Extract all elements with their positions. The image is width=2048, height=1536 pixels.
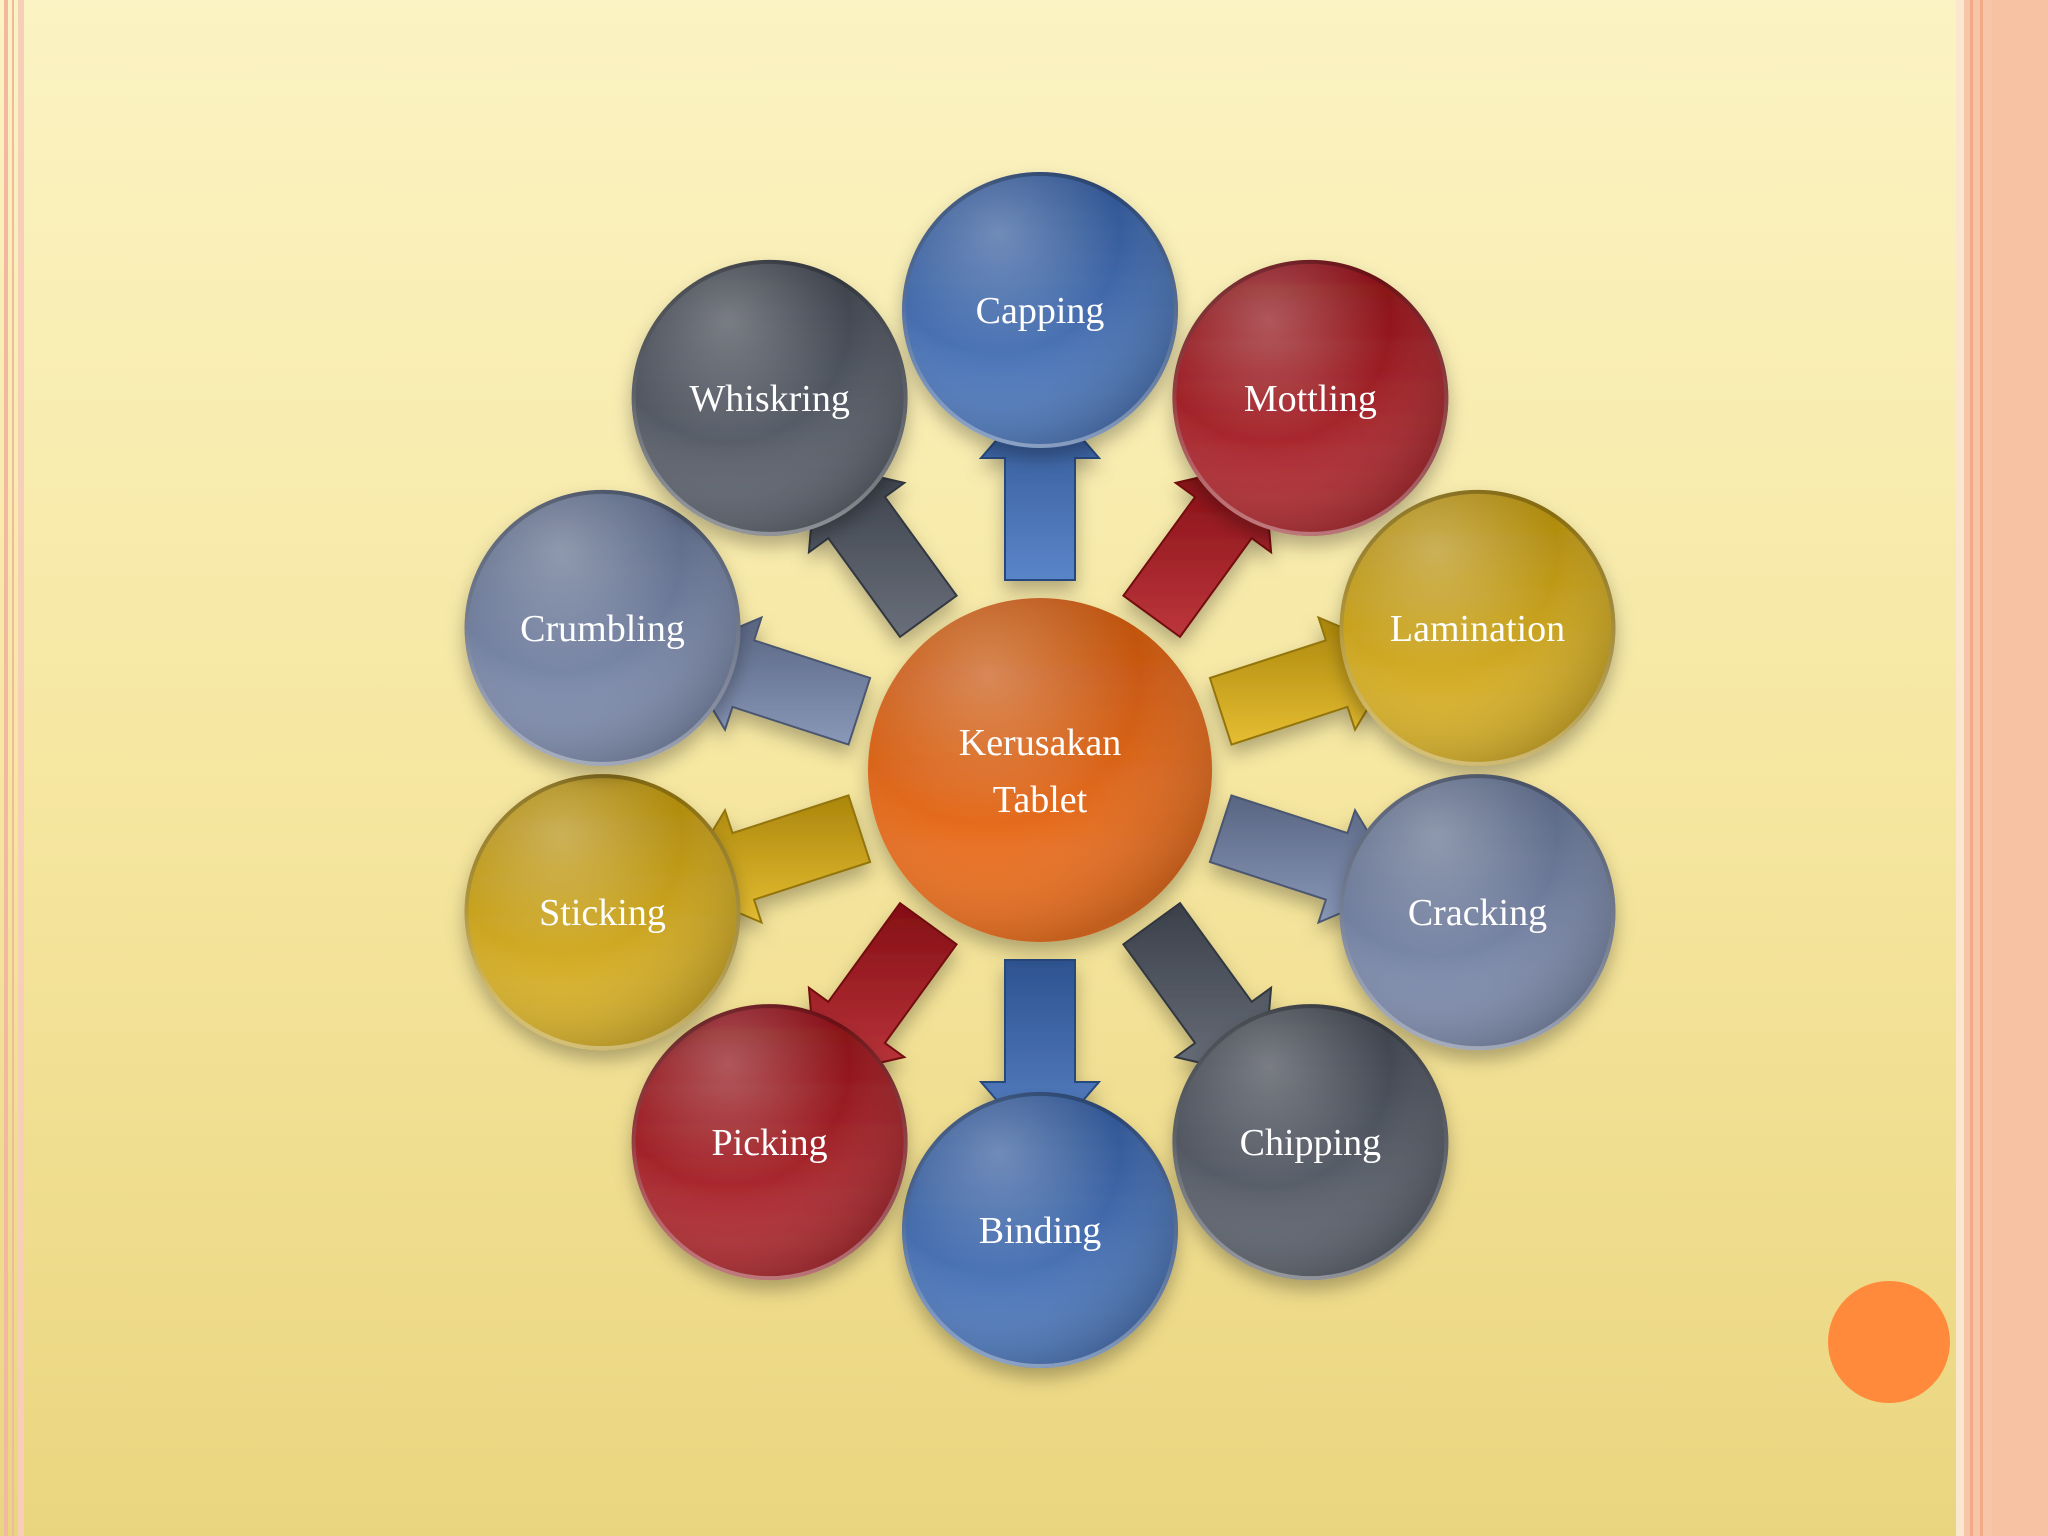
node-picking: Picking	[631, 1004, 908, 1281]
node-rim	[464, 489, 741, 766]
node-rim	[631, 1004, 908, 1281]
slide-nav-button[interactable]	[1828, 1281, 1950, 1403]
node-cracking: Cracking	[1339, 774, 1616, 1051]
node-chipping: Chipping	[1172, 1004, 1449, 1281]
node-rim	[1339, 774, 1616, 1051]
node-rim	[902, 172, 1178, 448]
node-rim	[631, 259, 908, 536]
node-gloss	[1172, 259, 1449, 536]
node-gloss	[902, 1092, 1178, 1368]
node-label: Capping	[976, 290, 1105, 332]
node-gloss	[631, 259, 908, 536]
node-label: Lamination	[1390, 608, 1565, 650]
left-border-decoration	[0, 0, 28, 1536]
node-label: Cracking	[1408, 892, 1547, 934]
node-label: Chipping	[1240, 1122, 1381, 1164]
node-gloss	[902, 172, 1178, 448]
node-gloss	[464, 489, 741, 766]
node-gloss	[1339, 489, 1616, 766]
node-gloss	[464, 774, 741, 1051]
node-crumbling: Crumbling	[464, 489, 741, 766]
node-binding: Binding	[902, 1092, 1178, 1368]
node-rim	[1172, 1004, 1449, 1281]
right-border-decoration	[1956, 0, 2048, 1536]
center-label-line: Tablet	[993, 779, 1088, 821]
center-label-line: Kerusakan	[959, 722, 1121, 764]
node-label: Whiskring	[689, 378, 849, 420]
node-gloss	[1172, 1004, 1449, 1281]
center-gloss	[868, 598, 1212, 942]
node-label: Crumbling	[520, 608, 685, 650]
node-rim	[464, 774, 741, 1051]
node-gloss	[631, 1004, 908, 1281]
node-lamination: Lamination	[1339, 489, 1616, 766]
node-gloss	[1339, 774, 1616, 1051]
node-sticking: Sticking	[464, 774, 741, 1051]
node-rim	[902, 1092, 1178, 1368]
node-capping: Capping	[902, 172, 1178, 448]
node-label: Picking	[712, 1122, 828, 1164]
node-label: Mottling	[1244, 378, 1377, 420]
node-whiskring: Whiskring	[631, 259, 908, 536]
node-rim	[1172, 259, 1449, 536]
node-label: Sticking	[539, 892, 666, 934]
node-rim	[1339, 489, 1616, 766]
node-mottling: Mottling	[1172, 259, 1449, 536]
node-label: Binding	[979, 1210, 1101, 1252]
